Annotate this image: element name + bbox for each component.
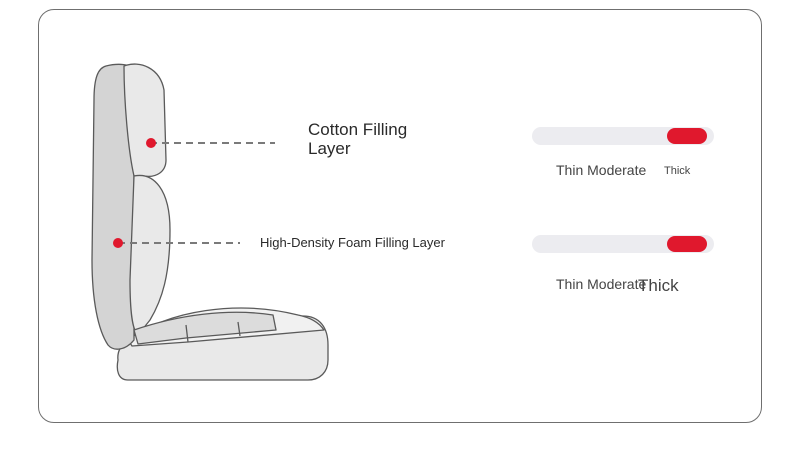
seat-cushion-illustration <box>91 63 329 381</box>
cotton-scale-thick-label: Thick <box>664 165 691 177</box>
foam-thickness-scale <box>532 235 714 253</box>
cotton-thickness-indicator <box>667 128 707 144</box>
foam-thickness-indicator <box>667 236 707 252</box>
cotton-label-line-1: Cotton Filling <box>308 120 408 139</box>
cotton-filling-label: Cotton Filling Layer <box>300 118 486 160</box>
foam-scale-thick-label: Thick <box>638 276 679 295</box>
cotton-label-line-2: Layer <box>308 139 351 158</box>
cotton-thickness-scale <box>532 127 714 145</box>
cotton-scale-thin-moderate-label: Thin Moderate <box>556 162 647 178</box>
foam-filling-label: High-Density Foam Filling Layer <box>252 229 486 257</box>
foam-scale-thin-moderate-label: Thin Moderate <box>556 276 647 292</box>
